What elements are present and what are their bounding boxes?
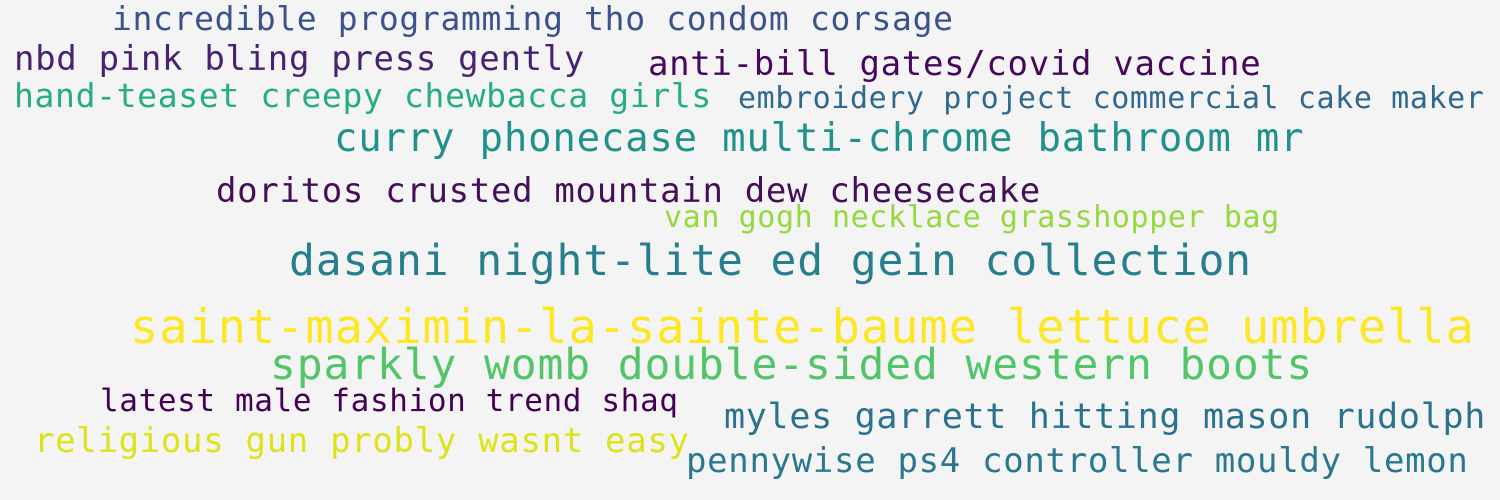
cloud-phrase: anti-bill gates/covid vaccine xyxy=(648,44,1262,84)
cloud-phrase: dasani night-lite ed gein collection xyxy=(289,236,1252,286)
cloud-phrase: curry phonecase multi-chrome bathroom mr xyxy=(334,116,1305,161)
cloud-phrase: doritos crusted mountain dew cheesecake xyxy=(216,171,1041,211)
cloud-phrase: sparkly womb double-sided western boots xyxy=(270,340,1314,390)
cloud-phrase: hand-teaset creepy chewbacca girls xyxy=(14,76,712,115)
cloud-phrase: saint-maximin-la-sainte-baume lettuce um… xyxy=(130,300,1475,355)
cloud-phrase: embroidery project commercial cake maker xyxy=(738,81,1485,116)
cloud-phrase: nbd pink bling press gently xyxy=(14,39,586,79)
cloud-phrase: van gogh necklace grasshopper bag xyxy=(664,200,1280,235)
cloud-phrase: pennywise ps4 controller mouldy lemon xyxy=(686,441,1469,481)
cloud-phrase: religious gun probly wasnt easy xyxy=(34,421,690,461)
cloud-phrase: latest male fashion trend shaq xyxy=(100,383,679,419)
cloud-phrase: incredible programming tho condom corsag… xyxy=(112,0,954,38)
cloud-phrase: myles garrett hitting mason rudolph xyxy=(724,397,1487,437)
